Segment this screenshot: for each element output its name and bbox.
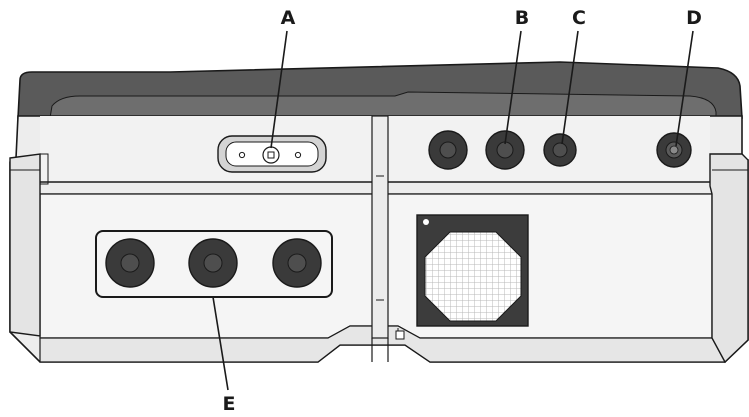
housing-body [9, 115, 749, 363]
callout-label-c: C [572, 7, 586, 29]
led-right [294, 151, 302, 159]
dc-input-2 [188, 238, 238, 288]
callout-label-d: D [686, 7, 702, 29]
central-divider [371, 115, 389, 362]
cable-gland-d [656, 132, 692, 168]
callout-label-b: B [515, 7, 529, 29]
cable-gland-b [485, 130, 525, 170]
leader-c [561, 30, 579, 145]
leader-lines [212, 30, 694, 391]
vent-indicator-dot [423, 219, 429, 225]
callout-label-e: E [223, 393, 236, 415]
led-left [238, 151, 246, 159]
dc-input-3 [272, 238, 322, 288]
dc-input-1 [105, 238, 155, 288]
status-led-panel [217, 135, 327, 173]
ventilation-grille [416, 214, 529, 327]
cable-gland-blank [428, 130, 468, 170]
led-center [267, 151, 275, 159]
callout-label-a: A [281, 7, 296, 29]
cable-gland-c [543, 133, 577, 167]
housing-lid [17, 61, 743, 119]
dc-input-group [95, 230, 333, 298]
right-side-block [709, 153, 749, 364]
lid-inner-rim [49, 91, 717, 119]
leader-b [504, 30, 522, 145]
leader-e [212, 296, 229, 391]
leader-d [675, 30, 694, 147]
small-bracket-symbol [395, 328, 405, 340]
leader-a [270, 30, 288, 149]
left-side-block [9, 153, 49, 337]
callout-labels: A B C D E [223, 7, 702, 415]
